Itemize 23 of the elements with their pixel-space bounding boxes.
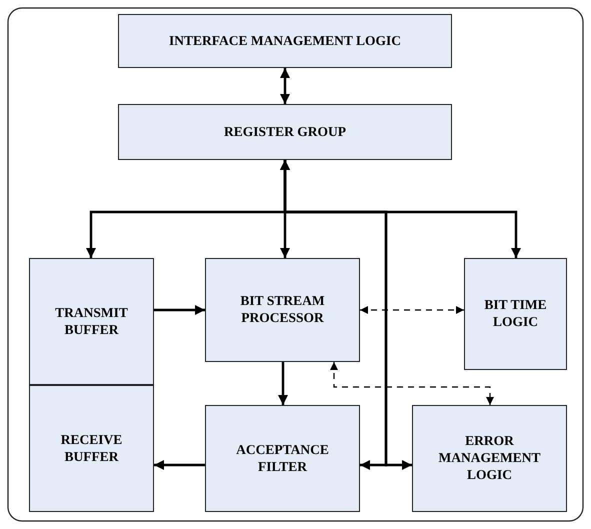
block-label: TRANSMIT BUFFER bbox=[54, 304, 129, 338]
arrow bbox=[278, 362, 288, 405]
block-box bbox=[29, 258, 154, 385]
block-label: BIT TIME LOGIC bbox=[483, 297, 548, 331]
block-box bbox=[118, 104, 452, 160]
block-label: BIT STREAM PROCESSOR bbox=[239, 293, 326, 327]
block-box bbox=[205, 405, 360, 512]
arrow bbox=[360, 306, 464, 314]
block-box bbox=[464, 258, 567, 370]
block-box bbox=[412, 405, 567, 512]
block-label: ACCEPTANCE FILTER bbox=[235, 442, 330, 476]
arrow bbox=[280, 160, 412, 470]
block-label: RECEIVE BUFFER bbox=[60, 432, 124, 466]
arrow bbox=[154, 305, 205, 315]
arrow bbox=[280, 68, 290, 104]
arrow bbox=[330, 362, 494, 405]
block-box bbox=[205, 258, 360, 362]
block-label: ERROR MANAGEMENT LOGIC bbox=[438, 433, 542, 484]
block-label: REGISTER GROUP bbox=[223, 124, 347, 140]
block-box bbox=[29, 385, 154, 512]
block-label: INTERFACE MANAGEMENT LOGIC bbox=[168, 32, 402, 50]
block-box bbox=[118, 14, 452, 68]
arrow bbox=[154, 460, 205, 470]
